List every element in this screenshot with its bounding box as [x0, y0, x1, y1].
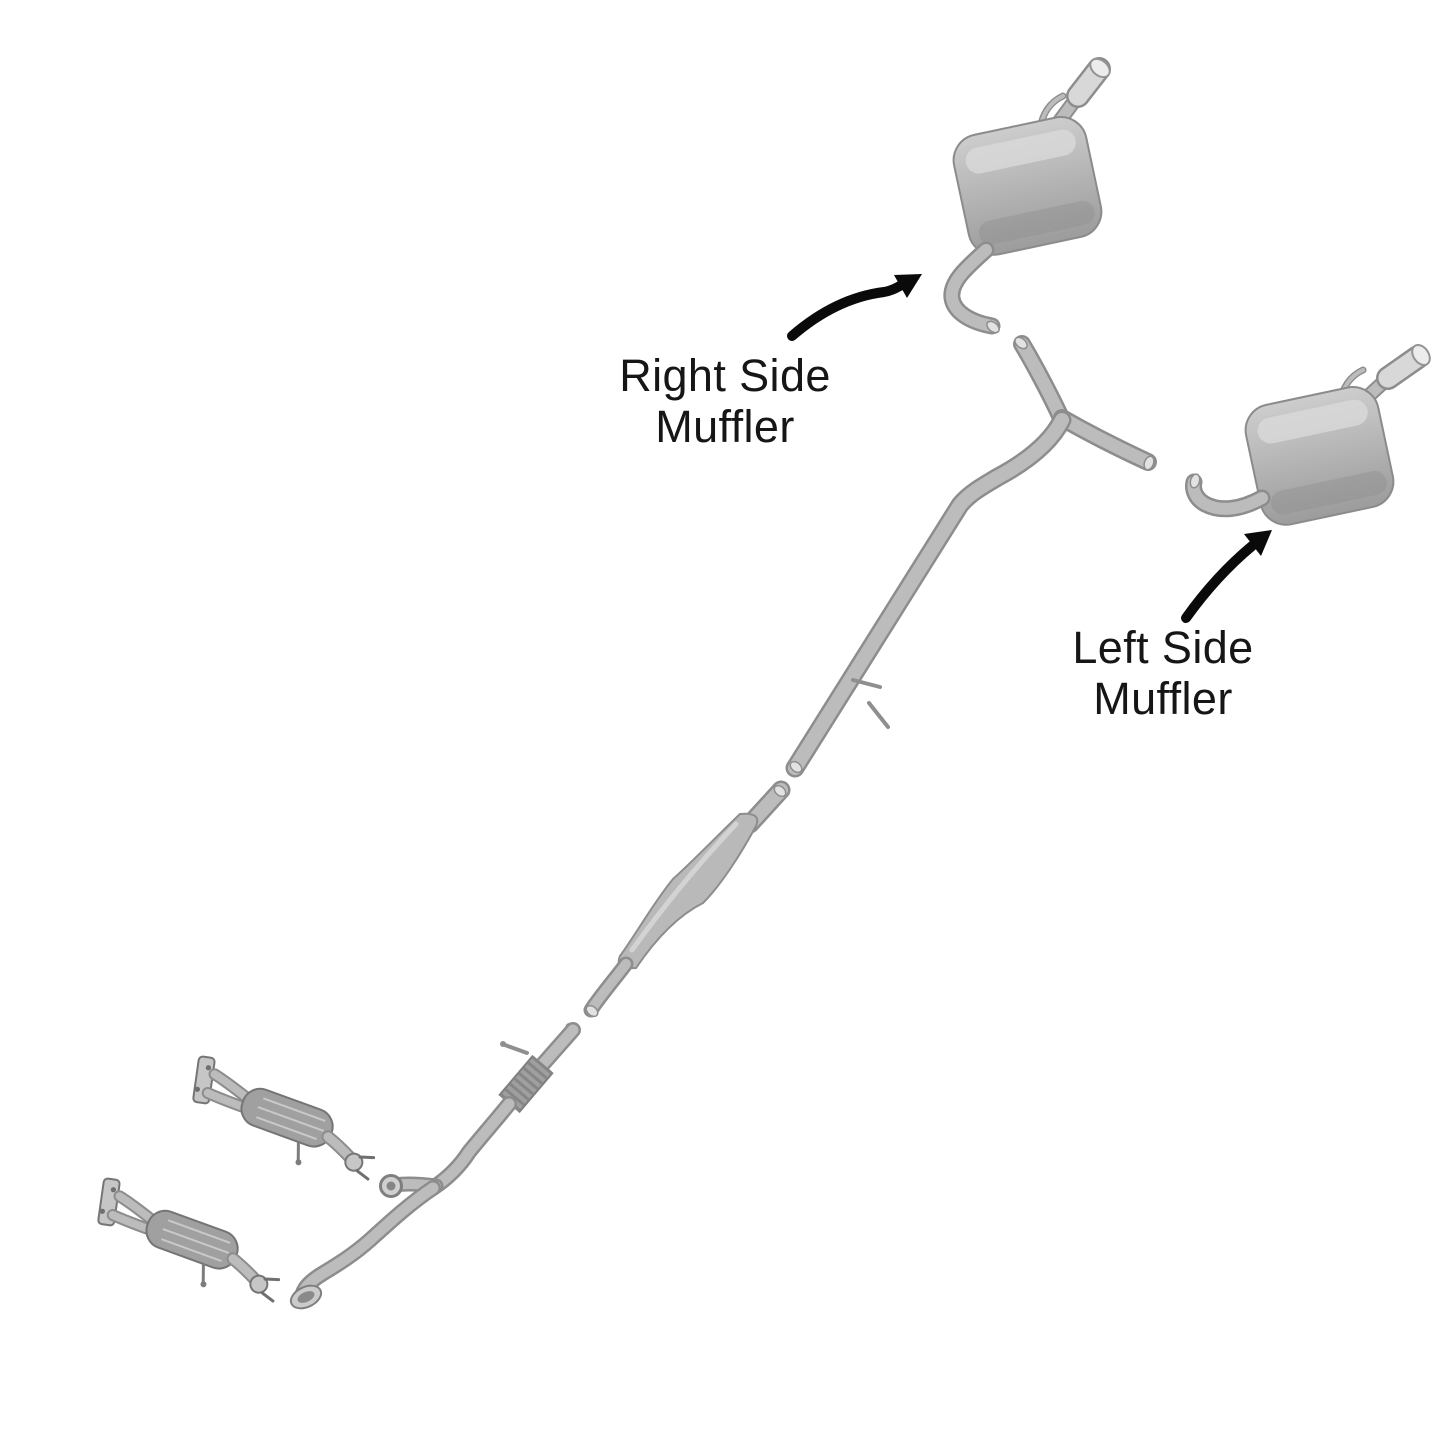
left-muffler-highlight [1257, 399, 1368, 444]
right-muffler-highlight [965, 129, 1076, 174]
arrow-to-right-muffler-icon [787, 274, 922, 341]
catalytic-converter-manifold-left [81, 1175, 294, 1311]
pipe-hanger-rod-1 [851, 678, 882, 689]
right-inlet-opening [986, 320, 1000, 334]
left-muffler-shadow [1270, 470, 1387, 515]
left-muffler-label: Left Side Muffler [993, 622, 1333, 725]
left-muffler-label-line2: Muffler [1093, 673, 1233, 725]
right-muffler-shadow [978, 200, 1095, 245]
right-tip-opening [1089, 57, 1111, 79]
y-pipe [1013, 335, 1156, 471]
left-tip-opening [1411, 344, 1431, 366]
intermediate-pipe [750, 420, 1062, 824]
front-elbow-flange [289, 1284, 323, 1310]
arrow-to-left-muffler-icon [1181, 530, 1272, 623]
y-pipe-left-opening [1143, 455, 1155, 471]
catalytic-converter-manifold-right [176, 1053, 389, 1189]
left-muffler-body [1244, 386, 1395, 526]
left-side-muffler [1189, 344, 1431, 526]
resonator-body [617, 812, 759, 970]
left-inlet-opening [1189, 473, 1201, 489]
left-muffler-label-line1: Left Side [1072, 622, 1254, 673]
resonator [584, 812, 759, 1019]
front-pipe [289, 1021, 580, 1310]
right-muffler-body [952, 116, 1103, 256]
y-pipe-right-opening [1014, 336, 1028, 350]
right-side-muffler [949, 55, 1113, 335]
right-muffler-label-line1: Right Side [619, 350, 831, 401]
pipe-hanger-rod-2 [867, 701, 890, 729]
right-muffler-label: Right Side Muffler [555, 350, 895, 453]
right-muffler-label-line2: Muffler [655, 401, 795, 453]
pipe-hanger-rod-3 [503, 1043, 529, 1055]
